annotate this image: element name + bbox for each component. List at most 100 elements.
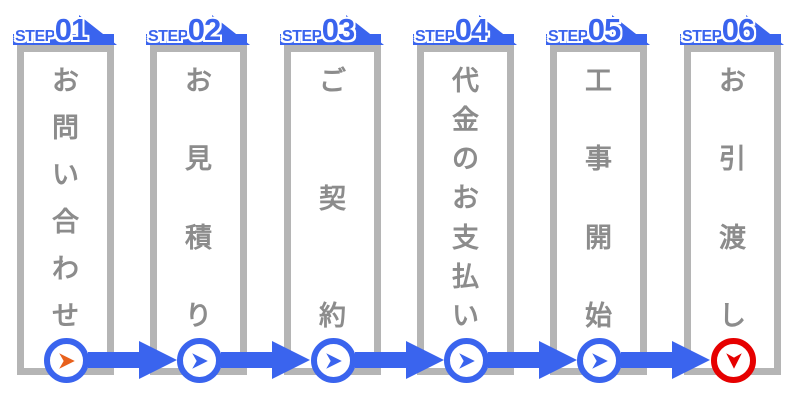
step-column-2: STEP 02 お見積り [133,0,267,400]
connector-arrow [221,341,310,379]
header-ribbon-bar [413,34,514,45]
label-char: り [185,300,212,331]
header-ribbon-bar [546,34,647,45]
step-column-3: STEP 03 ご契約 [267,0,401,400]
arrow-head [672,341,710,379]
step-badge: STEP 06 [682,12,755,47]
step-badge: STEP 02 [148,12,221,47]
arrow-down-icon [725,352,742,369]
step-card [550,45,647,375]
arrow-shaft [355,352,406,368]
arrow-right-icon [458,352,475,369]
label-char: ご [319,66,346,96]
label-char: 積 [185,222,212,253]
step-word: STEP [148,28,188,45]
connector-arrow [621,341,710,379]
label-char: せ [52,301,79,331]
step-header: STEP 05 [546,10,666,45]
step-circle-icon [311,338,356,383]
step-column-1: STEP 01 お問い合わせ [0,0,134,400]
step-card [17,45,114,375]
label-char: 始 [585,300,612,331]
label-char: 渡 [719,222,746,253]
connector-arrow [355,341,444,379]
label-char: 払 [452,261,479,292]
step-circle-icon [577,338,622,383]
step-badge: STEP 01 [15,14,88,45]
step-column-6: STEP 06 お引渡し [667,0,800,400]
header-ribbon-fold [212,15,250,45]
label-char: お [719,66,746,96]
step-header: STEP 01 [13,10,133,45]
step-word: STEP [548,28,588,45]
arrow-shaft [488,352,539,368]
label-char: 合 [52,207,79,237]
step-header: STEP 06 [680,10,800,45]
step-number: 02 [187,12,221,47]
step-circle-icon [177,338,222,383]
step-badge: STEP 04 [415,12,488,47]
step-column-5: STEP 05 工事開始 [533,0,667,400]
step-number: 05 [587,12,621,47]
step-label-vertical: 代金のお支払い [417,68,514,330]
step-card [284,45,381,375]
connector-arrow [88,341,177,379]
arrow-shaft [621,352,672,368]
step-card [150,45,247,375]
label-char: 開 [585,222,612,253]
connector-arrow [488,341,577,379]
label-char: お [452,183,479,214]
arrow-head [139,341,177,379]
step-card [684,45,781,375]
step-label-vertical: お引渡し [684,68,781,330]
step-badge: STEP 03 [282,12,355,47]
step-badge: STEP 05 [548,12,621,47]
step-label-vertical: 工事開始 [550,68,647,330]
arrow-shaft [88,352,139,368]
label-char: 事 [585,144,612,175]
step-header: STEP 04 [413,10,533,45]
header-ribbon-bar [146,34,247,45]
step-number: 04 [454,12,488,47]
step-circle-icon [44,338,89,383]
arrow-head [272,341,310,379]
step-column-4: STEP 04 代金のお支払い [400,0,534,400]
header-ribbon-fold [79,15,117,45]
header-ribbon-bar [280,34,381,45]
label-char: 約 [319,301,346,331]
step-word: STEP [415,28,455,45]
step-label-vertical: お見積り [150,68,247,330]
label-char: お [185,66,212,96]
step-circle-icon [711,338,756,383]
step-number: 06 [721,12,755,47]
label-char: 支 [452,222,479,253]
label-char: 契 [319,183,346,214]
header-ribbon-fold [346,15,384,45]
arrow-shaft [221,352,272,368]
arrow-right-icon [58,352,75,369]
arrow-head [539,341,577,379]
arrow-head [406,341,444,379]
label-char: の [452,144,479,175]
header-ribbon-fold [612,15,650,45]
step-number: 03 [321,12,355,47]
header-ribbon-bar [680,34,781,45]
label-char: 工 [585,66,612,96]
header-ribbon-bar [13,34,114,45]
step-header: STEP 02 [146,10,266,45]
step-word: STEP [682,28,722,45]
step-header: STEP 03 [280,10,400,45]
label-char: わ [52,254,79,284]
step-label-vertical: ご契約 [284,68,381,330]
step-circle-icon [444,338,489,383]
label-char: 問 [52,113,79,143]
header-ribbon-fold [746,15,784,45]
label-char: 引 [719,144,746,175]
label-char: 見 [185,144,212,175]
header-ribbon-fold [479,15,517,45]
step-word: STEP [282,28,322,45]
label-char: 金 [452,105,479,136]
arrow-right-icon [325,352,342,369]
label-char: い [52,160,79,190]
